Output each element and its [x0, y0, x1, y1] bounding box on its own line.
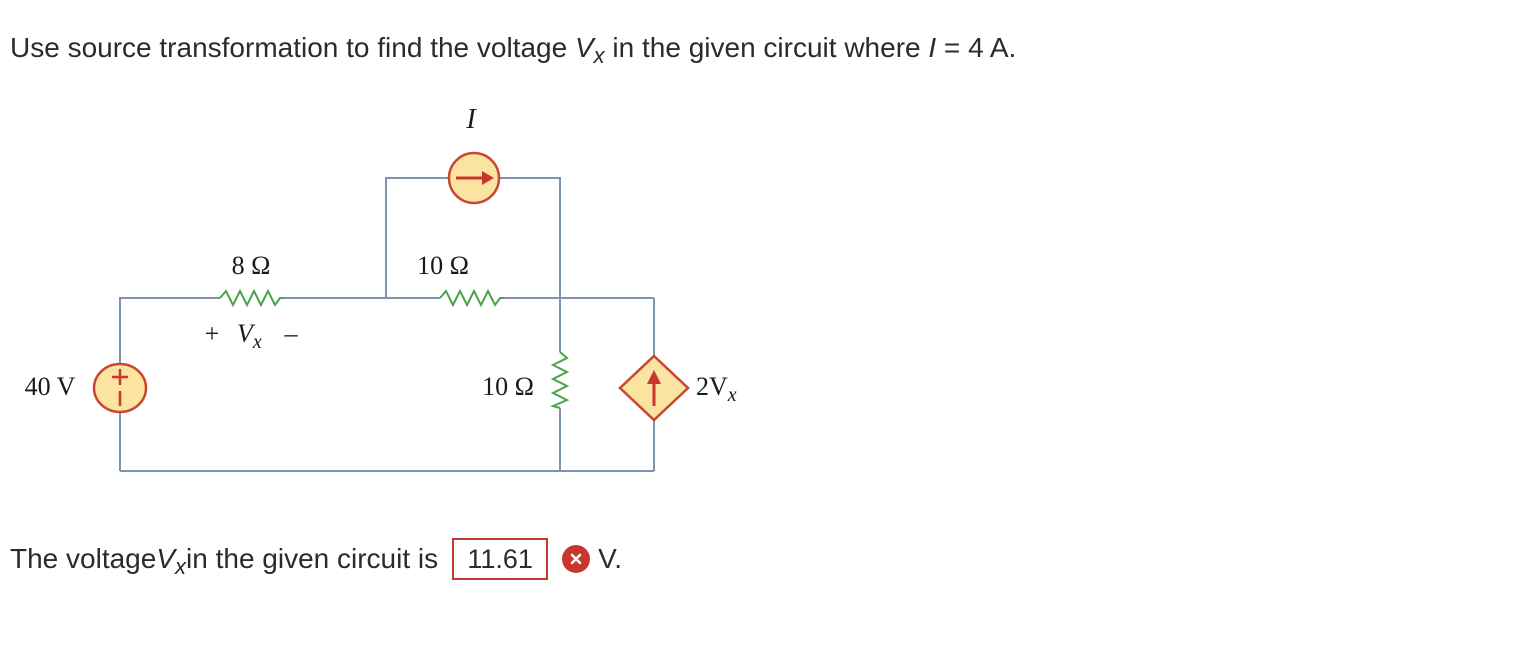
- circuit-wires: [119, 177, 655, 472]
- question-middle: in the given circuit where: [604, 32, 929, 63]
- question-var-main: V: [574, 32, 594, 63]
- resistor-10-ohm-vertical: [550, 351, 570, 409]
- current-arrow-icon: [482, 171, 494, 185]
- answer-row: The voltage Vx in the given circuit is 1…: [10, 536, 622, 582]
- question-suffix: = 4 A.: [936, 32, 1017, 63]
- vx-minus-label: –: [284, 319, 299, 348]
- wire-is-left: [385, 177, 448, 298]
- voltage-source-label: 40 V: [25, 372, 76, 401]
- answer-input[interactable]: 11.61: [452, 538, 549, 580]
- question-current-symbol: I: [928, 32, 937, 63]
- wire-left-top: [119, 297, 220, 366]
- vx-label: Vx: [237, 319, 262, 353]
- question-prefix: Use source transformation to find the vo…: [10, 32, 575, 63]
- circuit-diagram: I 40 V 2Vx 8 Ω 10 Ω 10 Ω + Vx –: [25, 104, 737, 472]
- incorrect-icon: [562, 545, 591, 573]
- answer-prefix: The voltage: [10, 543, 157, 574]
- wire-is-right: [500, 177, 561, 298]
- question-text: Use source transformation to find the vo…: [10, 28, 1016, 68]
- vx-label-sub: x: [252, 331, 262, 353]
- voltage-source: [92, 362, 148, 414]
- dependent-source-label: 2Vx: [696, 372, 737, 406]
- answer-var-sub: x: [175, 554, 187, 579]
- answer-var-vx: Vx: [156, 543, 186, 578]
- current-source-label: I: [465, 104, 477, 135]
- answer-middle: in the given circuit is: [186, 543, 439, 574]
- dependent-label-main: 2V: [696, 372, 728, 401]
- question-var-vx: Vx: [574, 32, 605, 67]
- resistor-8-ohm: [219, 288, 284, 308]
- vx-label-main: V: [237, 319, 256, 348]
- current-source: [447, 151, 501, 205]
- resistor-10-top-label: 10 Ω: [417, 251, 469, 280]
- resistor-10-vertical-label: 10 Ω: [482, 372, 534, 401]
- answer-unit: V.: [598, 543, 623, 574]
- vx-plus-label: +: [205, 319, 220, 348]
- dependent-label-sub: x: [727, 384, 737, 406]
- dependent-current-source: [618, 354, 690, 422]
- answer-var-main: V: [156, 543, 176, 574]
- question-var-sub: x: [593, 43, 605, 68]
- dependent-arrow-icon: [647, 370, 661, 384]
- resistor-10-ohm-top: [439, 288, 504, 308]
- close-icon: [570, 553, 582, 565]
- resistor-8-label: 8 Ω: [232, 251, 271, 280]
